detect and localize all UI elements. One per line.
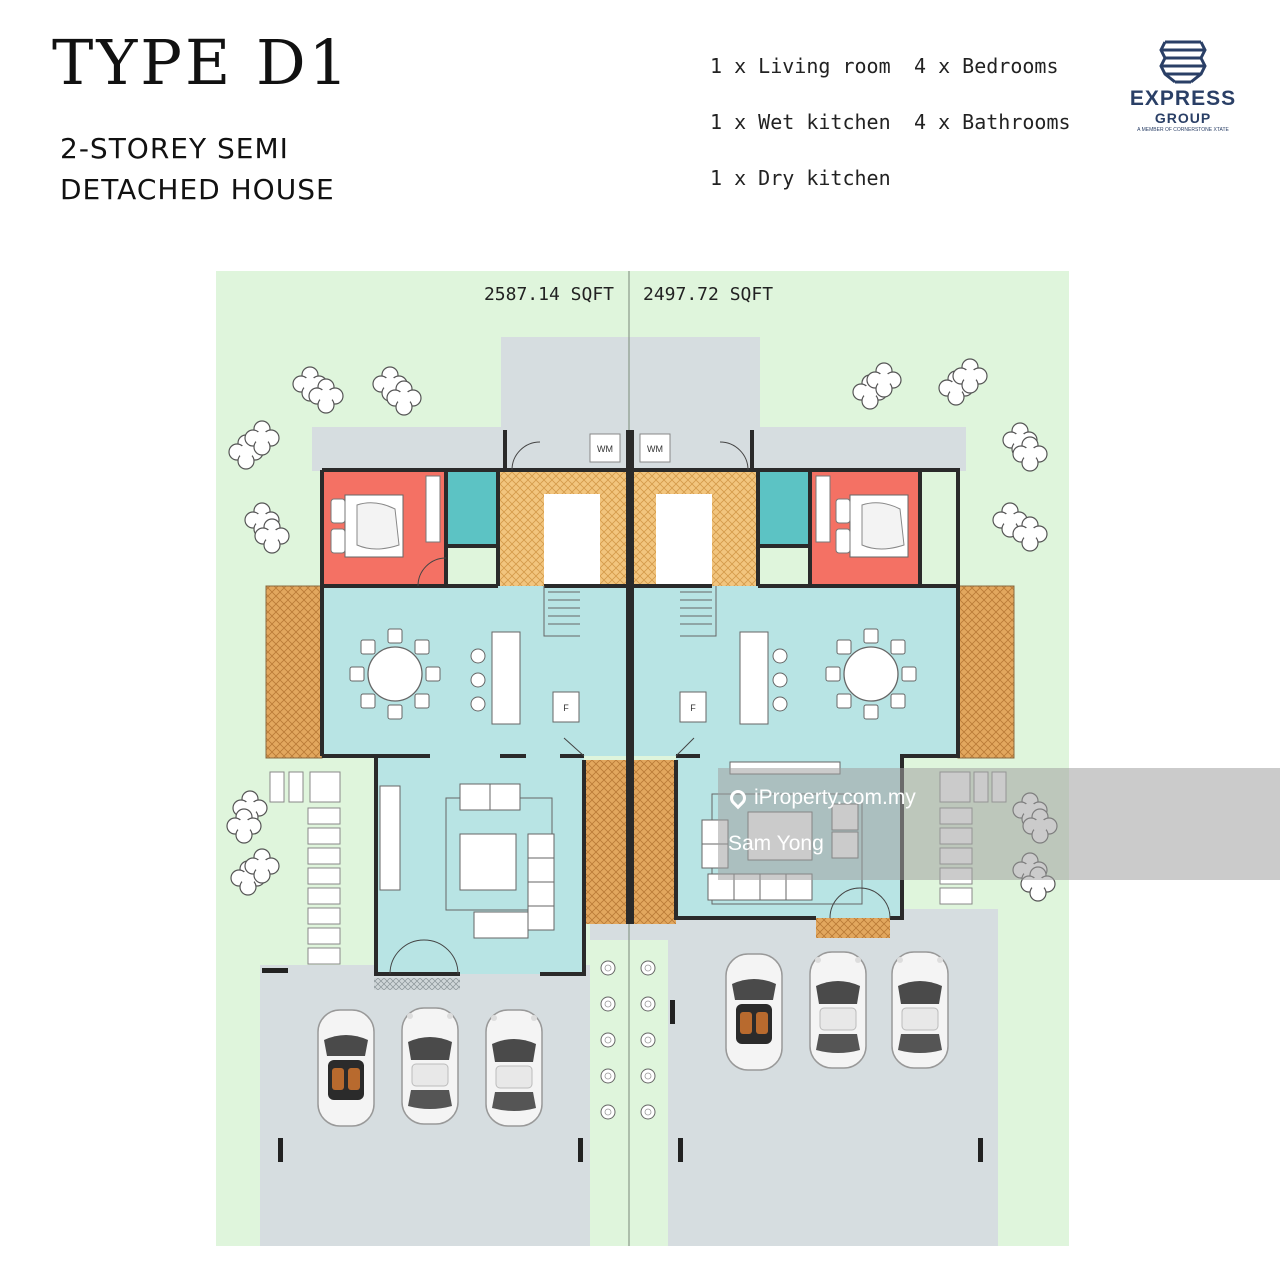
left-door-mat [374,978,460,990]
express-group-logo: EXPRESS GROUP A MEMBER OF CORNERSTONE XT… [1118,38,1248,148]
left-car-3 [485,1009,543,1127]
page-title: TYPE D1 [52,26,352,99]
right-side-deck [957,585,1015,759]
left-fridge [552,691,580,723]
logo-sub: GROUP [1154,110,1212,126]
spec-bathrooms: 4 x Bathrooms [914,110,1071,134]
door-swings [389,441,891,975]
walls [320,430,960,976]
left-convertible-car [317,1009,375,1127]
left-tv-console [379,785,401,891]
logo-member-line: A MEMBER OF CORNERSTONE XTATE [1137,127,1229,133]
right-convertible-car [725,953,783,1071]
right-wardrobe [815,475,831,543]
subtitle-line-1: 2-STOREY SEMI [60,132,289,165]
location-pin-icon [726,786,750,810]
right-fridge-label: F [690,703,696,713]
page-subtitle: 2-STOREY SEMI DETACHED HOUSE [60,128,335,210]
spec-dry-kitchen: 1 x Dry kitchen [710,166,891,190]
left-wm-label: WM [597,444,613,454]
spec-living-room: 1 x Living room [710,54,891,78]
right-wm-label: WM [647,444,663,454]
left-kitchen-counter [544,494,600,586]
listing-watermark: iProperty.com.my Sam Yong [718,768,1280,880]
watermark-site: iProperty.com.my [726,786,916,810]
left-wm-box [589,433,621,463]
left-fridge-label: F [563,703,569,713]
right-car-3 [891,951,949,1069]
left-unit-area: 2587.14 SQFT [484,284,614,305]
left-bathroom [446,470,498,546]
left-dining-table [350,629,440,719]
logo-name: EXPRESS [1129,87,1237,110]
right-fridge [679,691,707,723]
right-unit-area: 2497.72 SQFT [643,284,773,305]
right-kitchen-counter [656,494,712,586]
right-porch [816,918,890,938]
stairs [543,586,717,637]
right-car-2 [809,951,867,1069]
right-dining-table [826,629,916,719]
right-bathroom [758,470,810,546]
left-island [491,631,521,725]
watermark-agent: Sam Yong [728,832,824,855]
right-wm-box [639,433,671,463]
left-sofa-set [445,783,555,939]
watermark-site-text: iProperty.com.my [754,786,916,809]
spec-wet-kitchen: 1 x Wet kitchen [710,110,891,134]
subtitle-line-2: DETACHED HOUSE [60,173,335,206]
left-car-2 [401,1007,459,1125]
left-unit: F WM [322,433,628,990]
spec-bedrooms: 4 x Bedrooms [914,54,1059,78]
stacked-building-icon [1159,40,1207,84]
right-front-deck [630,760,676,924]
right-island [739,631,769,725]
gate-posts [262,968,983,1162]
left-front-deck [584,760,628,924]
left-wardrobe [425,475,441,543]
left-side-deck [265,585,323,759]
